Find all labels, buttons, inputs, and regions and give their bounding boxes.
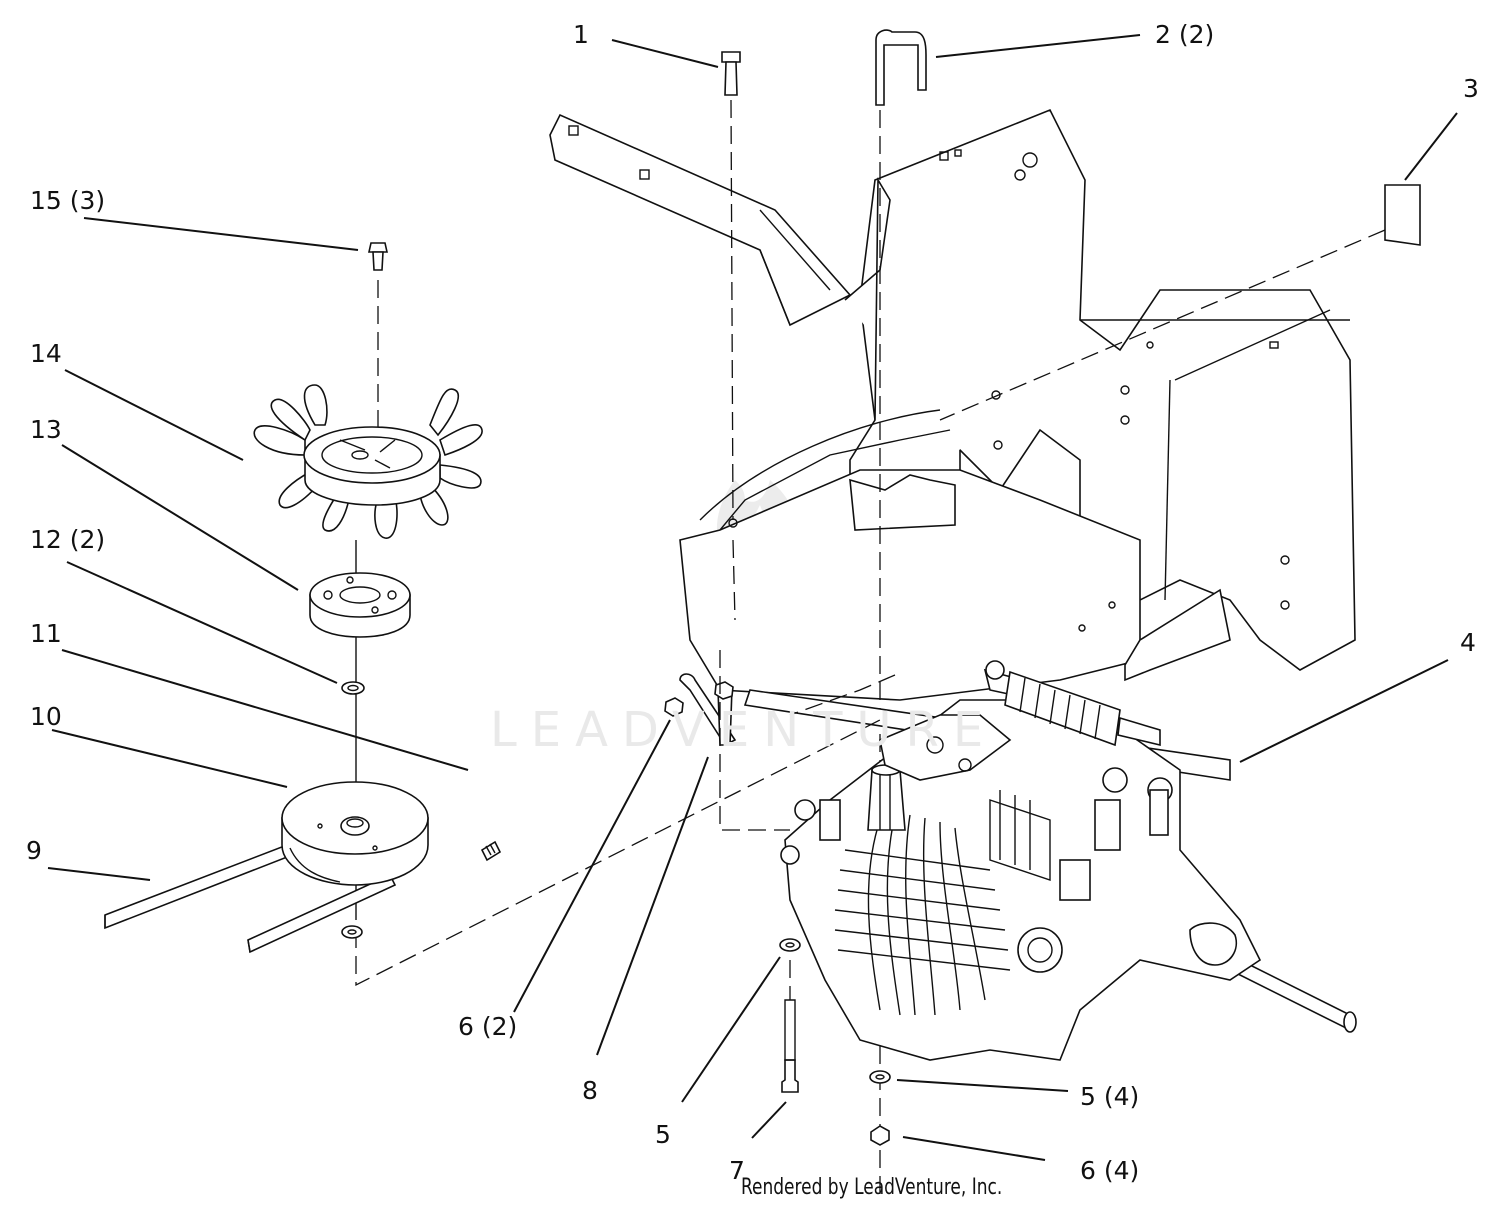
callout-9: 9 xyxy=(26,836,42,865)
callout-8: 8 xyxy=(582,1076,598,1105)
u-bolt-2 xyxy=(875,29,927,1200)
washer-5 xyxy=(779,938,801,952)
bracket-8 xyxy=(679,673,737,747)
callout-6-quad: 6 (4) xyxy=(1080,1156,1140,1185)
watermark-text: LEADVENTURE xyxy=(490,702,998,758)
decal-3 xyxy=(939,184,1421,421)
callout-12: 12 (2) xyxy=(30,525,106,554)
callout-10: 10 xyxy=(30,702,62,731)
bolt-1 xyxy=(721,51,741,621)
transaxle-fins xyxy=(834,790,1051,1016)
frame-holes xyxy=(728,152,1290,632)
render-credit: Rendered by LeadVenture, Inc. xyxy=(741,1175,1003,1200)
callout-5-quad: 5 (4) xyxy=(1080,1082,1140,1111)
callout-14: 14 xyxy=(30,339,62,368)
washer-lower xyxy=(341,925,363,939)
callout-2: 2 (2) xyxy=(1155,20,1215,49)
hex-nut-6-pair xyxy=(664,681,734,717)
bolt-7 xyxy=(781,960,799,1093)
chassis-frame xyxy=(679,108,1356,701)
callout-11: 11 xyxy=(30,619,62,648)
assembly-line-bracket xyxy=(719,650,790,831)
set-screw-11 xyxy=(480,840,502,862)
callout-5: 5 xyxy=(655,1120,671,1149)
fan-14 xyxy=(253,384,483,539)
deflector-bracket xyxy=(549,113,852,327)
callout-1: 1 xyxy=(573,20,589,49)
washer-12 xyxy=(341,681,365,695)
callout-6-pair: 6 (2) xyxy=(458,1012,518,1041)
callout-15: 15 (3) xyxy=(30,186,106,215)
callout-3: 3 xyxy=(1463,74,1479,103)
callout-7: 7 xyxy=(729,1156,745,1185)
bolt-15 xyxy=(368,242,388,271)
hex-nut-6-quad xyxy=(870,1125,890,1146)
callout-13: 13 xyxy=(30,415,62,444)
leader-lines xyxy=(47,34,1458,1161)
transaxle-4 xyxy=(743,660,1357,1061)
callout-4: 4 xyxy=(1460,628,1476,657)
pulley-10 xyxy=(281,781,429,886)
assembly-line-rod xyxy=(789,674,896,716)
washer-5-quad xyxy=(869,1070,891,1084)
hub-13 xyxy=(309,572,411,638)
